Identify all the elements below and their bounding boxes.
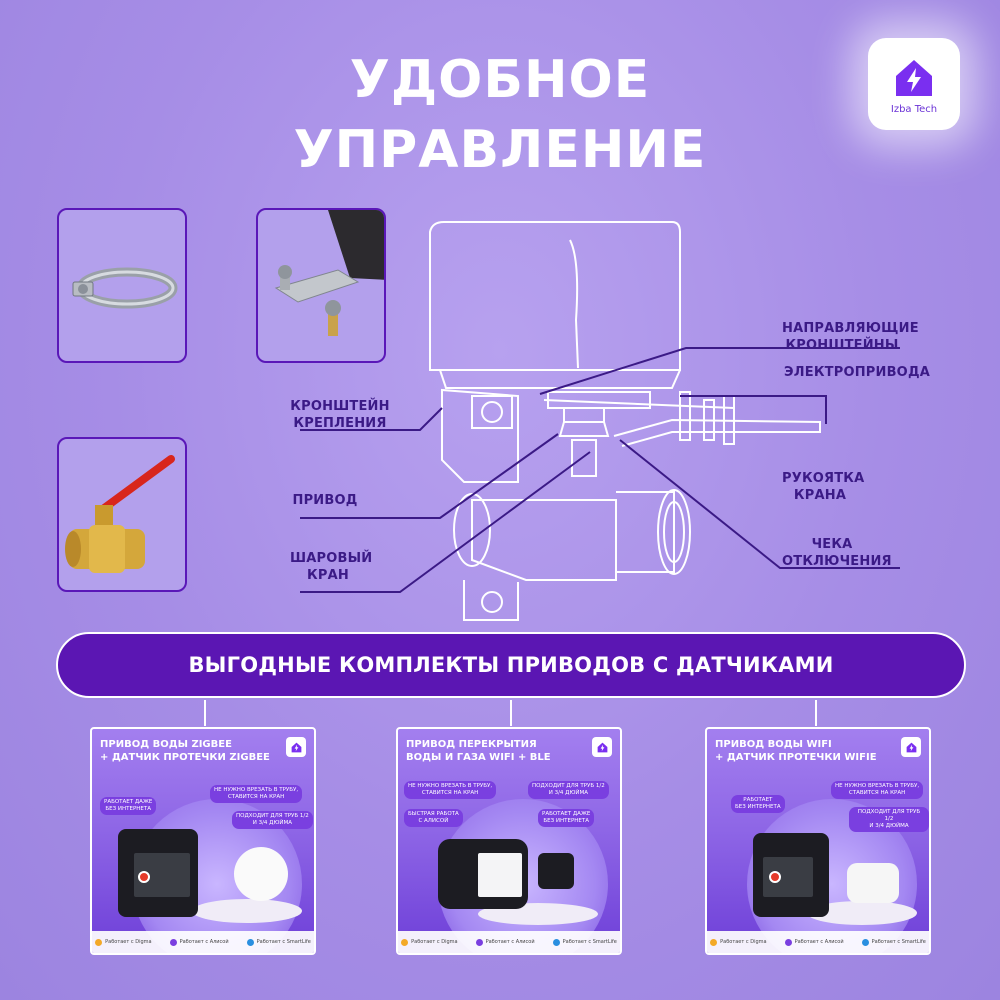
feature-pill: РАБОТАЕТ ДАЖЕ БЕЗ ИНТЕРНЕТА (100, 797, 157, 815)
connector-line (204, 700, 206, 726)
connector-line (510, 700, 512, 726)
kits-banner-text: ВЫГОДНЫЕ КОМПЛЕКТЫ ПРИВОДОВ С ДАТЧИКАМИ (188, 653, 834, 677)
power-button-icon (769, 871, 781, 883)
lightning-house-icon (896, 59, 932, 96)
brand-logo-small (592, 737, 612, 757)
hose-clamp-image (72, 267, 178, 309)
label-drive: ПРИВОД (292, 493, 358, 508)
leak-sensor (234, 847, 288, 901)
power-button-icon (138, 871, 150, 883)
page-title-line1: УДОБНОЕ (349, 50, 651, 110)
label-valve-handle: РУКОЯТКА КРАНА (782, 471, 865, 503)
kit-card-wifi[interactable]: ПРИВОД ВОДЫ WIFI + ДАТЧИК ПРОТЕЧКИ WIFIE… (705, 727, 931, 955)
label-actuator: ЭЛЕКТРОПРИВОДА (784, 365, 930, 380)
hose-clamp-thumbnail (57, 208, 187, 363)
lightning-house-icon (597, 742, 607, 752)
kit-card-zigbee[interactable]: ПРИВОД ВОДЫ ZIGBEE + ДАТЧИК ПРОТЕЧКИ ZIG… (90, 727, 316, 955)
ball-valve-thumbnail (57, 437, 187, 592)
feature-pill: РАБОТАЕТ БЕЗ ИНТЕРНЕТА (731, 795, 785, 813)
kit-card-wifi-ble[interactable]: ПРИВОД ПЕРЕКРЫТИЯ ВОДЫ И ГАЗА WIFI + BLE… (396, 727, 622, 955)
kit-title: ПРИВОД ВОДЫ WIFI + ДАТЧИК ПРОТЕЧКИ WIFIE (715, 739, 877, 763)
feature-pill: НЕ НУЖНО ВРЕЗАТЬ В ТРУБУ, СТАВИТСЯ НА КР… (210, 785, 303, 803)
brand-logo-small (286, 737, 306, 757)
label-ball-valve: ШАРОВЫЙ КРАН (290, 551, 373, 583)
valve-actuator-diagram (300, 221, 900, 621)
lightning-house-icon (291, 742, 301, 752)
label-guide-brackets: НАПРАВЛЯЮЩИЕ КРОНШТЕЙНЫ (782, 321, 919, 353)
feature-pill: ПОДХОДИТ ДЛЯ ТРУБ 1/2 И 3/4 ДЮЙМА (528, 781, 609, 799)
lightning-house-icon (906, 742, 916, 752)
label-release-pin: ЧЕКА ОТКЛЮЧЕНИЯ (782, 537, 892, 569)
ball-valve-image (65, 455, 175, 573)
brand-logo: Izba Tech (868, 38, 960, 130)
feature-pill: БЫСТРАЯ РАБОТА С АЛИСОЙ (404, 809, 463, 827)
feature-pill: РАБОТАЕТ ДАЖЕ БЕЗ ИНТЕРНЕТА (538, 809, 595, 827)
power-adapter (538, 853, 574, 889)
feature-pill: ПОДХОДИТ ДЛЯ ТРУБ 1/2 И 3/4 ДЮЙМА (232, 811, 313, 829)
kit-title: ПРИВОД ВОДЫ ZIGBEE + ДАТЧИК ПРОТЕЧКИ ZIG… (100, 739, 270, 763)
bracket-thumbnail (256, 208, 386, 363)
connector-line (815, 700, 817, 726)
label-bracket-mount: КРОНШТЕЙН КРЕПЛЕНИЯ (290, 399, 390, 431)
feature-pill: НЕ НУЖНО ВРЕЗАТЬ В ТРУБУ, СТАВИТСЯ НА КР… (831, 781, 924, 799)
page-title-line2: УПРАВЛЕНИЕ (293, 120, 707, 180)
feature-pill: НЕ НУЖНО ВРЕЗАТЬ В ТРУБУ, СТАВИТСЯ НА КР… (404, 781, 497, 799)
compat-footer: Работает с Digma Работает с Алисой Работ… (707, 931, 929, 953)
valve-actuator-device (118, 829, 198, 917)
brand-name: Izba Tech (890, 103, 938, 115)
compat-footer: Работает с Digma Работает с Алисой Работ… (398, 931, 620, 953)
valve-actuator-device (753, 833, 829, 917)
brand-logo-small (901, 737, 921, 757)
leak-sensor (847, 863, 899, 903)
product-platform (192, 899, 302, 923)
compat-footer: Работает с Digma Работает с Алисой Работ… (92, 931, 314, 953)
valve-actuator-device (438, 839, 528, 909)
feature-pill: ПОДХОДИТ ДЛЯ ТРУБ 1/2 И 3/4 ДЮЙМА (849, 807, 929, 832)
bracket-image (274, 210, 384, 336)
kits-banner: ВЫГОДНЫЕ КОМПЛЕКТЫ ПРИВОДОВ С ДАТЧИКАМИ (56, 632, 966, 698)
kit-title: ПРИВОД ПЕРЕКРЫТИЯ ВОДЫ И ГАЗА WIFI + BLE (406, 739, 551, 763)
